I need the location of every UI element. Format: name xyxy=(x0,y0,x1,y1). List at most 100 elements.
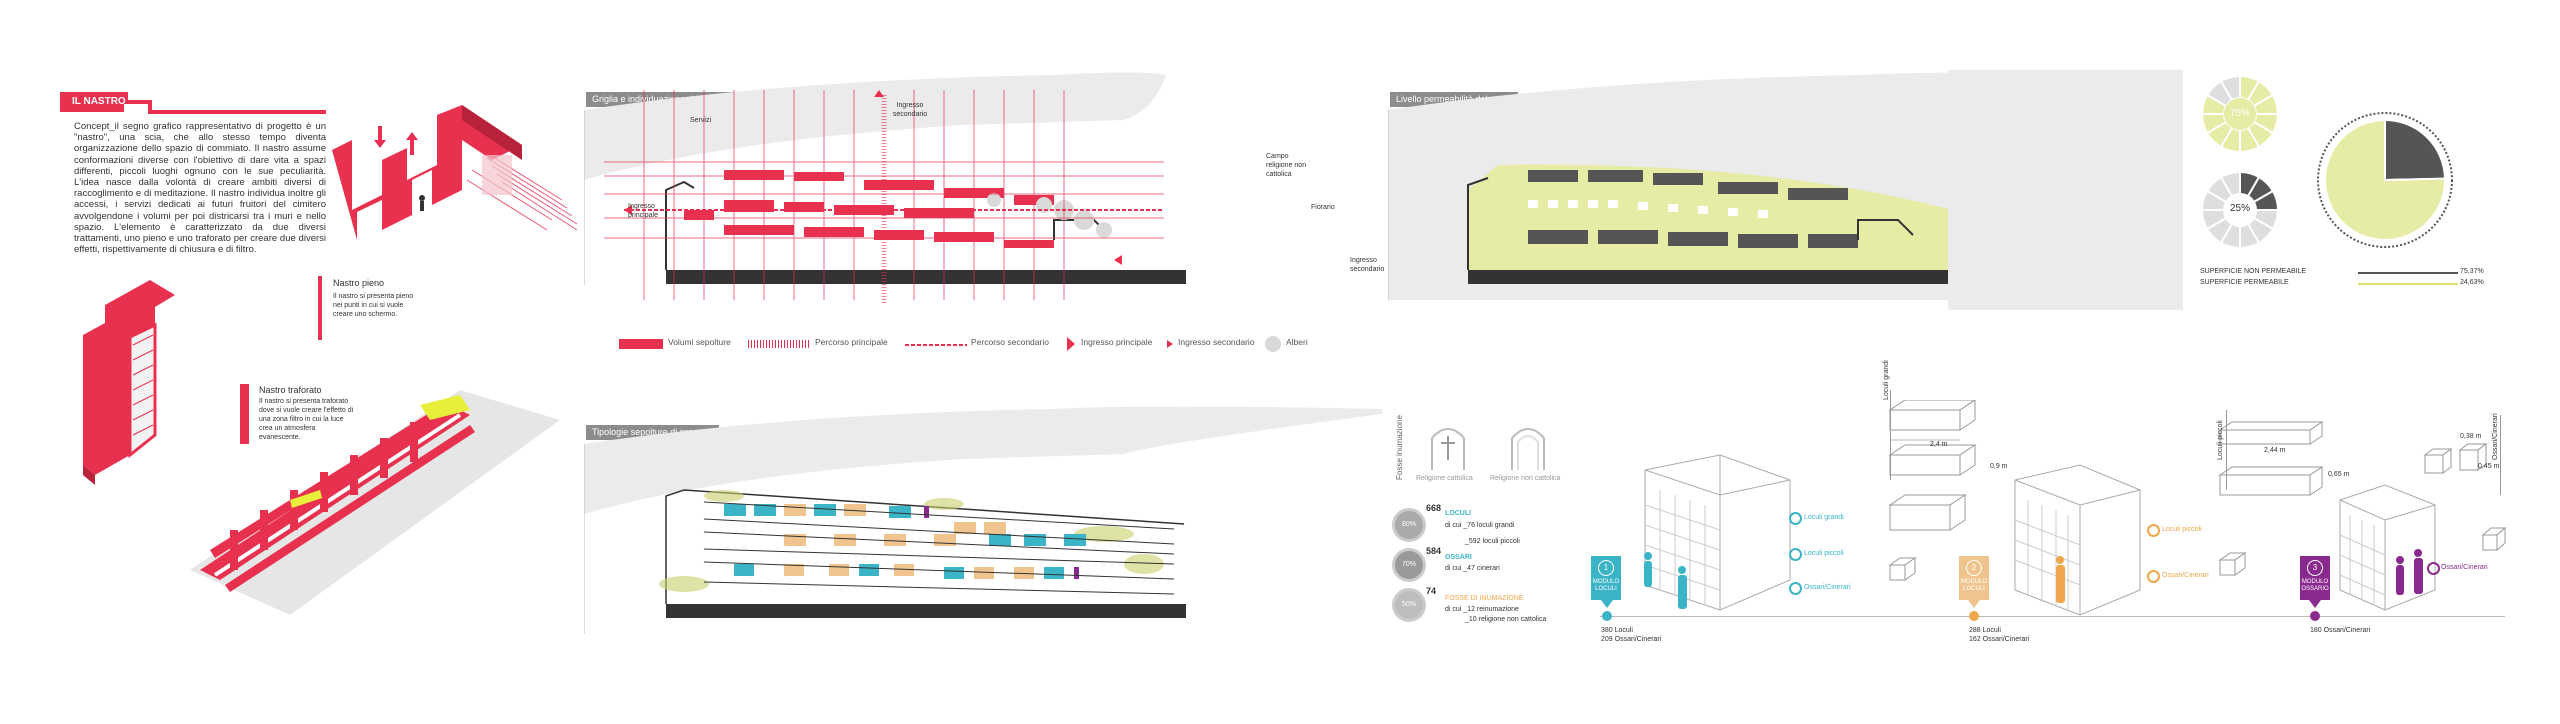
loculi-pct-badge: 80% xyxy=(1392,508,1426,542)
title-ribbon xyxy=(60,92,326,114)
permeabilita-plan xyxy=(1388,70,2183,310)
module-2-person-icon xyxy=(2056,556,2065,603)
fosse-count: 74 xyxy=(1426,586,1437,596)
legend-ingresso-secondario: Ingresso secondario xyxy=(1178,337,1255,347)
m2-item-2: Ossari/Cinerari xyxy=(2162,572,2209,579)
label-fiorario: Fiorario xyxy=(1311,204,1335,211)
module-1-timeline-dot xyxy=(1602,611,1612,621)
m1-item-3-dot xyxy=(1789,582,1802,595)
dim-ossari-2: 0,45 m xyxy=(2478,463,2500,470)
m1-item-2-dot xyxy=(1789,548,1802,561)
fosse-vertical-label: Fosse inumazione xyxy=(1395,415,1404,480)
cattolica-tomb-icon xyxy=(1431,428,1465,470)
legend-volumi-swatch xyxy=(619,339,663,349)
pie-small-1-label: 75% xyxy=(2229,108,2250,119)
module-1-people-icon xyxy=(1644,552,1687,609)
fosse-detail2: _10 religione non cattolica xyxy=(1465,616,1547,623)
fosse-pct-badge: 50% xyxy=(1392,588,1426,622)
module-3-badge: 3 MODULO OSSARIO xyxy=(2300,556,2330,600)
m3-item-1-dot xyxy=(2427,562,2440,575)
stat-non-permeabile-value: 75,37% xyxy=(2460,268,2484,275)
pie-big-permeabile-slice xyxy=(2384,118,2447,182)
nastro-pieno-title: Nastro pieno xyxy=(333,278,385,288)
nastro-pieno-desc: Il nastro si presenta pieno nei punti in… xyxy=(333,293,414,318)
alberi-icon xyxy=(1265,336,1281,352)
ossari-divider xyxy=(2500,415,2501,495)
legend-percorso-secondario: Percorso secondario xyxy=(971,337,1049,347)
intro-text: Concept_il segno grafico rappresentativo… xyxy=(74,121,326,256)
module-2-badge-text: MODULO LOCULI xyxy=(1960,579,1988,592)
pie-big-ring xyxy=(2317,112,2453,248)
loculi-grandi-divider xyxy=(1890,390,1891,480)
m1-item-2: Loculi piccoli xyxy=(1804,550,1844,557)
dim-piccoli-1: 2,44 m xyxy=(2264,447,2286,454)
legend-alberi: Alberi xyxy=(1286,337,1308,347)
label-ingresso-secondario-top: Ingresso secondario xyxy=(892,102,928,118)
label-ingresso-principale: Ingresso principale xyxy=(628,203,658,219)
griglia-plan xyxy=(584,72,1186,305)
ossari-pct-badge: 70% xyxy=(1392,548,1426,582)
fosse-name: FOSSE DI INUMAZIONE xyxy=(1445,595,1524,602)
nastro-tall-wall xyxy=(83,280,175,485)
m3-item-1: Ossari/Cinerari xyxy=(2441,564,2488,571)
loculi-count: 668 xyxy=(1426,503,1442,513)
pie2-center xyxy=(2224,194,2256,226)
timeline-line xyxy=(1600,616,2505,617)
loculi-piccoli-divider xyxy=(2226,410,2227,490)
pie-small-2-label: 25% xyxy=(2229,203,2250,214)
m2-item-1-dot xyxy=(2147,524,2160,537)
tipologie-plan xyxy=(584,406,1382,634)
loculi-detail1: di cui _76 loculi grandi xyxy=(1445,522,1515,529)
label-campo-religione: Campo religione non cattolica xyxy=(1266,153,1307,178)
module-2-number: 2 xyxy=(1966,560,1982,576)
loculi-detail2: _592 loculi piccoli xyxy=(1465,538,1520,545)
fosse-non-cattolica-label: Religione non cattolica xyxy=(1490,475,1561,482)
ossari-detail1: di cui _47 cinerari xyxy=(1445,565,1500,572)
ingresso-principale-arrow-icon xyxy=(1067,337,1075,351)
module-1-badge-text: MODULO LOCULI xyxy=(1592,579,1620,592)
module-1-pointer xyxy=(1601,600,1613,608)
ossari-count: 584 xyxy=(1426,546,1442,556)
nastro-3d-illustration xyxy=(332,105,578,240)
module-3-people-icon xyxy=(2396,549,2423,595)
pie1-center xyxy=(2224,98,2256,130)
fosse-detail1: di cui _12 reinumazione xyxy=(1445,606,1519,613)
module-2-total1: 288 Loculi xyxy=(1969,627,2001,634)
module-3-total1: 180 Ossari/Cinerari xyxy=(2310,627,2371,634)
stat-permeabile-value: 24,63% xyxy=(2460,279,2484,286)
module-2-badge: 2 MODULO LOCULI xyxy=(1959,556,1989,600)
module-2-total2: 162 Ossari/Cinerari xyxy=(1969,636,2030,643)
module-3-building xyxy=(2339,484,2436,611)
fosse-cattolica-label: Religione cattolica xyxy=(1416,475,1473,482)
axonometric-plan xyxy=(190,390,560,615)
pie-big-permeabilita xyxy=(2317,112,2453,248)
module-3-timeline-dot xyxy=(2310,611,2320,621)
loculi-piccoli-dims xyxy=(2218,421,2324,576)
ossari-dims xyxy=(2423,443,2507,552)
legend-percorso-secondario-swatch xyxy=(905,344,967,346)
dim-piccoli-2: 0,65 m xyxy=(2328,471,2350,478)
loculi-name: LOCULI xyxy=(1445,510,1472,517)
dim-grandi-1: 2,4 m xyxy=(1930,441,1948,448)
stat-non-permeabile-bar xyxy=(2358,272,2458,274)
module-3-badge-text: MODULO OSSARIO xyxy=(2301,579,2329,592)
pie-small-permeabile xyxy=(2200,170,2280,250)
m2-item-1: Loculi piccoli xyxy=(2162,526,2202,533)
module-1-total2: 209 Ossari/Cinerari xyxy=(1601,636,1662,643)
non-cattolica-tomb-icon xyxy=(1511,428,1545,470)
module-1-badge: 1 MODULO LOCULI xyxy=(1591,556,1621,600)
module-3-number: 3 xyxy=(2307,560,2323,576)
stat-permeabile-bar xyxy=(2358,283,2458,285)
module-2-timeline-dot xyxy=(1969,611,1979,621)
loculi-grandi-dims xyxy=(1888,400,1977,581)
m2-item-2-dot xyxy=(2147,570,2160,583)
m1-item-1-dot xyxy=(1789,512,1802,525)
m1-item-1: Loculi grandi xyxy=(1804,514,1844,521)
ingresso-secondario-arrow-icon xyxy=(1167,340,1173,348)
left-title: IL NASTRO xyxy=(72,96,126,107)
dim-grandi-2: 0,9 m xyxy=(1990,463,2008,470)
m1-item-3: Ossari/Cinerari xyxy=(1804,584,1851,591)
ossari-name: OSSARI xyxy=(1445,554,1472,561)
dim-ossari-1: 0,38 m xyxy=(2460,433,2482,440)
module-2-building xyxy=(2014,464,2141,616)
